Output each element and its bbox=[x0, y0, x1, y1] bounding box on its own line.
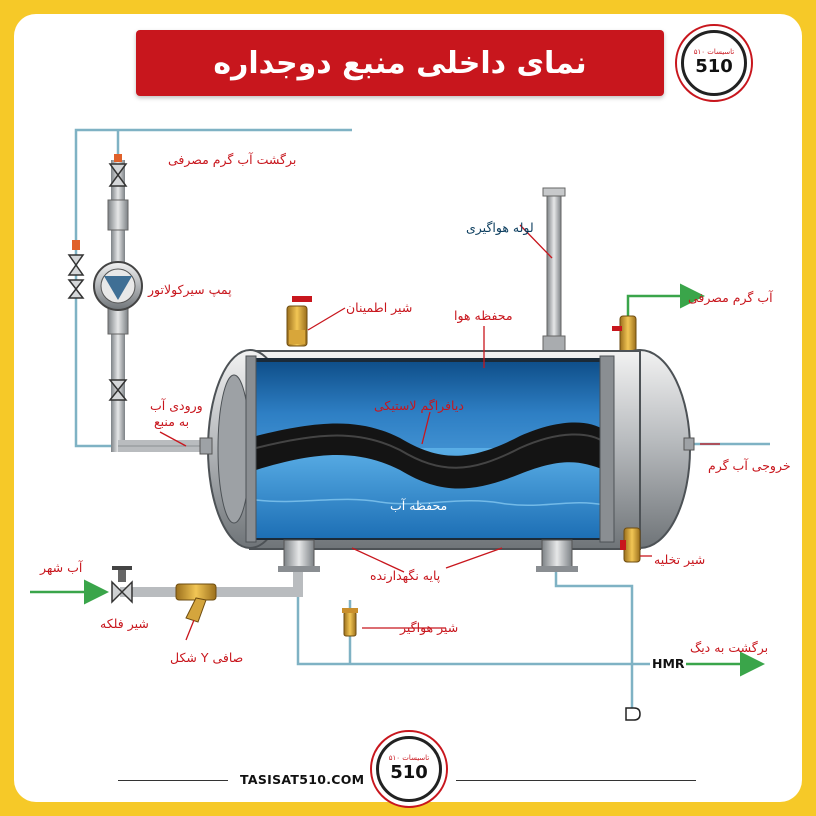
support-legs-drawing bbox=[278, 539, 578, 572]
label-y-strainer: صافی Y شکل bbox=[170, 650, 244, 665]
diaphragm-drawing bbox=[256, 422, 604, 489]
leader-lines bbox=[159, 224, 720, 641]
tank-body bbox=[207, 349, 691, 550]
brand-logo-bottom: تاسیسات ۵۱۰ 510 bbox=[370, 730, 448, 808]
label-circulator-pump: پمپ سیرکولاتور bbox=[148, 282, 232, 297]
label-hot-water-return: برگشت آب گرم مصرفی bbox=[168, 152, 297, 167]
check-valve-bottom bbox=[108, 379, 128, 401]
label-gate-valve: شیر فلکه bbox=[100, 616, 149, 631]
label-hmr: HMR bbox=[652, 656, 685, 671]
label-air-vent-valve: شیر هواگیر bbox=[400, 620, 459, 635]
label-support-legs: پایه نگهدارنده bbox=[370, 568, 441, 583]
label-air-vent-pipe: لوله هواگیری bbox=[466, 220, 534, 235]
label-water-chamber: محفظه آب bbox=[390, 498, 448, 513]
air-vent-valve-drawing bbox=[342, 608, 358, 637]
footer-website: TASISAT510.COM bbox=[240, 772, 365, 787]
page-title-text: نمای داخلی منبع دوجداره bbox=[213, 45, 587, 81]
label-safety-valve: شیر اطمینان bbox=[346, 300, 413, 315]
safety-valve-drawing bbox=[286, 296, 312, 347]
label-rubber-diaphragm: دیافراگم لاستیکی bbox=[374, 398, 464, 413]
label-drain-valve: شیر تخلیه bbox=[654, 552, 706, 567]
bypass-valve bbox=[67, 240, 85, 299]
footer-line-right bbox=[456, 780, 696, 781]
drain-valve-drawing bbox=[620, 527, 641, 563]
air-vent-pipe-drawing bbox=[546, 191, 562, 353]
label-hot-water-outlet: خروجی آب گرم bbox=[708, 458, 791, 473]
label-inlet-line2: به منبع bbox=[154, 414, 190, 429]
label-city-water: آب شهر bbox=[40, 560, 83, 575]
footer-line-left bbox=[118, 780, 228, 781]
label-inlet-line1: ورودی آب bbox=[150, 398, 203, 413]
label-hot-water-consumption: آب گرم مصرفی bbox=[688, 290, 773, 305]
page-title: نمای داخلی منبع دوجداره bbox=[136, 30, 664, 96]
brand-logo-top: تاسیسات ۵۱۰ 510 bbox=[675, 24, 753, 102]
label-return-to-boiler: برگشت به دیگ bbox=[690, 640, 769, 655]
gate-valve-drawing bbox=[111, 566, 133, 604]
check-valve-top bbox=[108, 154, 128, 187]
y-strainer-drawing bbox=[175, 583, 217, 623]
circulator-pump-drawing bbox=[93, 261, 143, 311]
label-air-chamber: محفظه هوا bbox=[454, 308, 513, 323]
